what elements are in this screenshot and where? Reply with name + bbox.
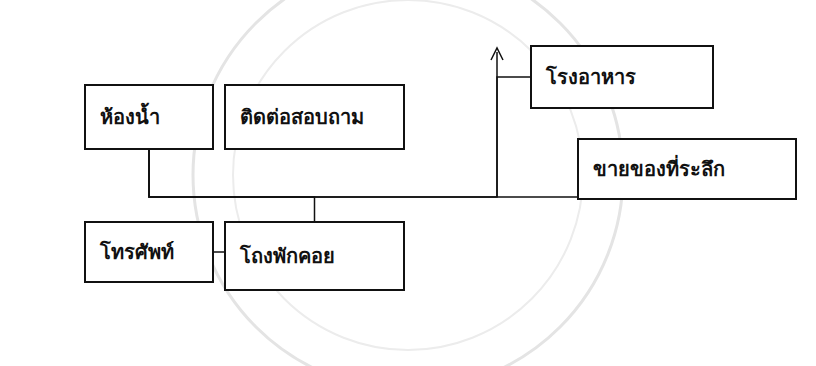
connector-line bbox=[149, 150, 315, 221]
place-label: ติดต่อสอบถาม bbox=[240, 101, 364, 133]
place-label: โถงพักคอย bbox=[240, 240, 335, 272]
place-box: ขายของที่ระลึก bbox=[577, 138, 797, 200]
place-label: โรงอาหาร bbox=[546, 61, 636, 93]
place-box: โทรศัพท์ bbox=[84, 221, 214, 283]
connector bbox=[149, 150, 577, 197]
place-box: ติดต่อสอบถาม bbox=[224, 84, 405, 150]
connector-line bbox=[149, 150, 577, 197]
place-label: ขายของที่ระลึก bbox=[593, 153, 725, 185]
place-box: โรงอาหาร bbox=[530, 45, 714, 109]
place-box: ห้องน้ำ bbox=[84, 84, 214, 150]
exit-arrowhead bbox=[491, 48, 503, 60]
place-label: ห้องน้ำ bbox=[100, 101, 160, 133]
connector bbox=[149, 150, 315, 221]
place-label: โทรศัพท์ bbox=[100, 236, 174, 268]
place-box: โถงพักคอย bbox=[224, 221, 405, 291]
connector-line bbox=[214, 251, 224, 253]
connector bbox=[214, 252, 224, 253]
